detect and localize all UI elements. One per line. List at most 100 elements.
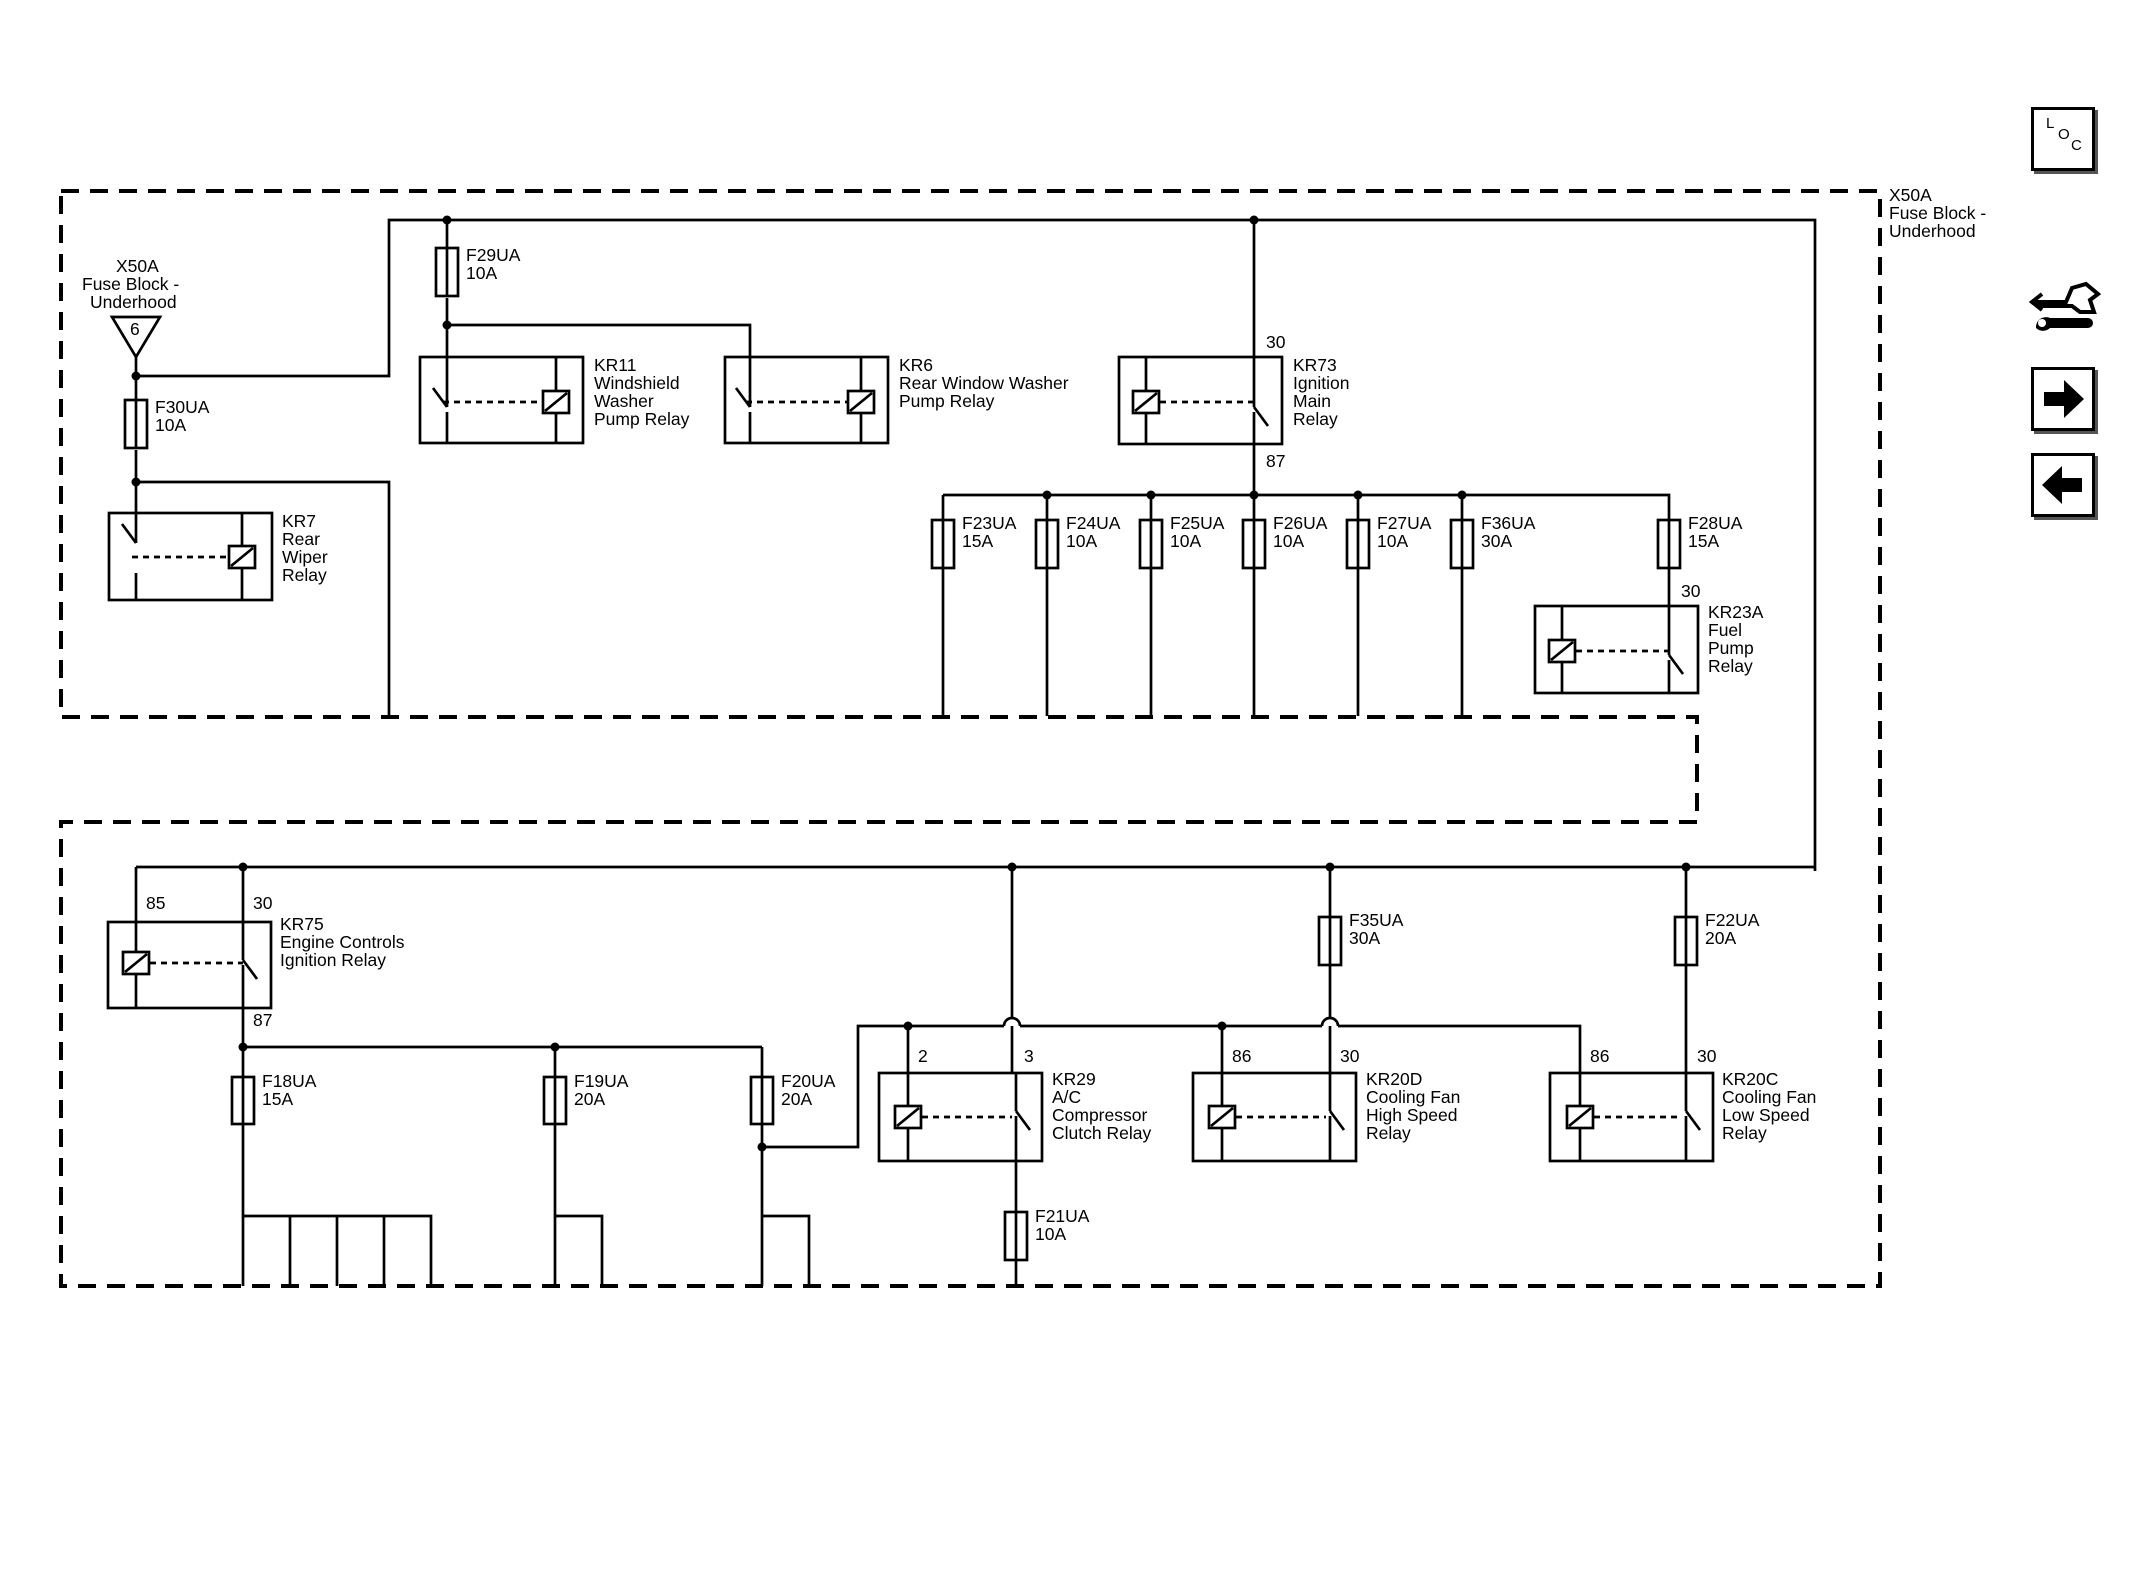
svg-text:F29UA: F29UA bbox=[466, 245, 521, 265]
loc-letter: L bbox=[2046, 115, 2055, 132]
svg-text:F24UA: F24UA bbox=[1066, 513, 1121, 533]
block-label-line: Fuse Block - bbox=[82, 274, 179, 294]
svg-text:Relay: Relay bbox=[282, 565, 327, 585]
svg-text:Relay: Relay bbox=[1722, 1123, 1767, 1143]
source-connector: X50A Fuse Block - Underhood 6 bbox=[82, 256, 179, 360]
svg-text:Low Speed: Low Speed bbox=[1722, 1105, 1810, 1125]
pin-label: 6 bbox=[130, 319, 140, 339]
svg-text:Compressor: Compressor bbox=[1052, 1105, 1147, 1125]
svg-text:F20UA: F20UA bbox=[781, 1071, 836, 1091]
svg-text:30A: 30A bbox=[1481, 531, 1512, 551]
svg-text:A/C: A/C bbox=[1052, 1087, 1081, 1107]
connector-wrench-icon[interactable] bbox=[2028, 276, 2104, 346]
svg-text:Pump Relay: Pump Relay bbox=[594, 409, 690, 429]
svg-text:15A: 15A bbox=[262, 1089, 293, 1109]
svg-text:Relay: Relay bbox=[1293, 409, 1338, 429]
svg-text:Cooling Fan: Cooling Fan bbox=[1366, 1087, 1460, 1107]
pin-label: 2 bbox=[918, 1046, 928, 1066]
svg-text:Ignition Relay: Ignition Relay bbox=[280, 950, 386, 970]
pin-label: 85 bbox=[146, 893, 165, 913]
svg-text:Washer: Washer bbox=[594, 391, 654, 411]
svg-text:10A: 10A bbox=[155, 415, 186, 435]
svg-text:KR75: KR75 bbox=[280, 914, 324, 934]
pin-label: 30 bbox=[1340, 1046, 1360, 1066]
connector-triangle bbox=[109, 315, 163, 360]
svg-text:F25UA: F25UA bbox=[1170, 513, 1225, 533]
block-label-line: Fuse Block - bbox=[1889, 203, 1986, 223]
svg-text:15A: 15A bbox=[1688, 531, 1719, 551]
block-label-line: Underhood bbox=[1889, 221, 1976, 241]
svg-text:High Speed: High Speed bbox=[1366, 1105, 1457, 1125]
svg-text:Cooling Fan: Cooling Fan bbox=[1722, 1087, 1816, 1107]
loc-letter: O bbox=[2058, 126, 2070, 143]
svg-text:20A: 20A bbox=[1705, 928, 1736, 948]
loc-button[interactable]: L O C bbox=[2031, 107, 2095, 171]
svg-text:Relay: Relay bbox=[1708, 656, 1753, 676]
svg-text:F23UA: F23UA bbox=[962, 513, 1017, 533]
pin-label: 87 bbox=[253, 1010, 272, 1030]
svg-text:KR20C: KR20C bbox=[1722, 1069, 1778, 1089]
fuse-block-outline bbox=[59, 189, 1882, 1288]
pin-label: 3 bbox=[1024, 1046, 1034, 1066]
svg-text:10A: 10A bbox=[1035, 1224, 1066, 1244]
svg-text:10A: 10A bbox=[1273, 531, 1304, 551]
svg-text:F22UA: F22UA bbox=[1705, 910, 1760, 930]
svg-text:Rear: Rear bbox=[282, 529, 320, 549]
svg-text:Rear Window Washer: Rear Window Washer bbox=[899, 373, 1069, 393]
arrow-left-icon bbox=[2042, 466, 2082, 504]
svg-text:KR20D: KR20D bbox=[1366, 1069, 1422, 1089]
svg-text:Pump: Pump bbox=[1708, 638, 1754, 658]
pin-label: 30 bbox=[253, 893, 273, 913]
svg-text:F26UA: F26UA bbox=[1273, 513, 1328, 533]
svg-text:10A: 10A bbox=[466, 263, 497, 283]
svg-text:F36UA: F36UA bbox=[1481, 513, 1536, 533]
pin-label: 30 bbox=[1697, 1046, 1717, 1066]
svg-text:Windshield: Windshield bbox=[594, 373, 680, 393]
block-label-line: X50A bbox=[116, 256, 159, 276]
svg-text:Ignition: Ignition bbox=[1293, 373, 1349, 393]
svg-text:Engine Controls: Engine Controls bbox=[280, 932, 405, 952]
svg-text:F30UA: F30UA bbox=[155, 397, 210, 417]
pin-label: 30 bbox=[1266, 332, 1286, 352]
svg-text:KR23A: KR23A bbox=[1708, 602, 1764, 622]
next-button[interactable] bbox=[2031, 367, 2095, 431]
svg-text:F27UA: F27UA bbox=[1377, 513, 1432, 533]
svg-text:20A: 20A bbox=[574, 1089, 605, 1109]
block-label-line: X50A bbox=[1889, 185, 1932, 205]
svg-text:Fuel: Fuel bbox=[1708, 620, 1742, 640]
pin-label: 86 bbox=[1232, 1046, 1251, 1066]
loc-letter: C bbox=[2071, 137, 2082, 154]
svg-text:10A: 10A bbox=[1170, 531, 1201, 551]
block-label-line: Underhood bbox=[90, 292, 177, 312]
svg-text:F28UA: F28UA bbox=[1688, 513, 1743, 533]
svg-text:KR73: KR73 bbox=[1293, 355, 1337, 375]
svg-text:Relay: Relay bbox=[1366, 1123, 1411, 1143]
svg-text:Main: Main bbox=[1293, 391, 1331, 411]
back-button[interactable] bbox=[2031, 453, 2095, 517]
pin-label: 87 bbox=[1266, 451, 1285, 471]
svg-text:Pump Relay: Pump Relay bbox=[899, 391, 995, 411]
svg-text:F35UA: F35UA bbox=[1349, 910, 1404, 930]
top-section-wires bbox=[134, 218, 1817, 871]
svg-text:F19UA: F19UA bbox=[574, 1071, 629, 1091]
pin-label: 30 bbox=[1681, 581, 1701, 601]
